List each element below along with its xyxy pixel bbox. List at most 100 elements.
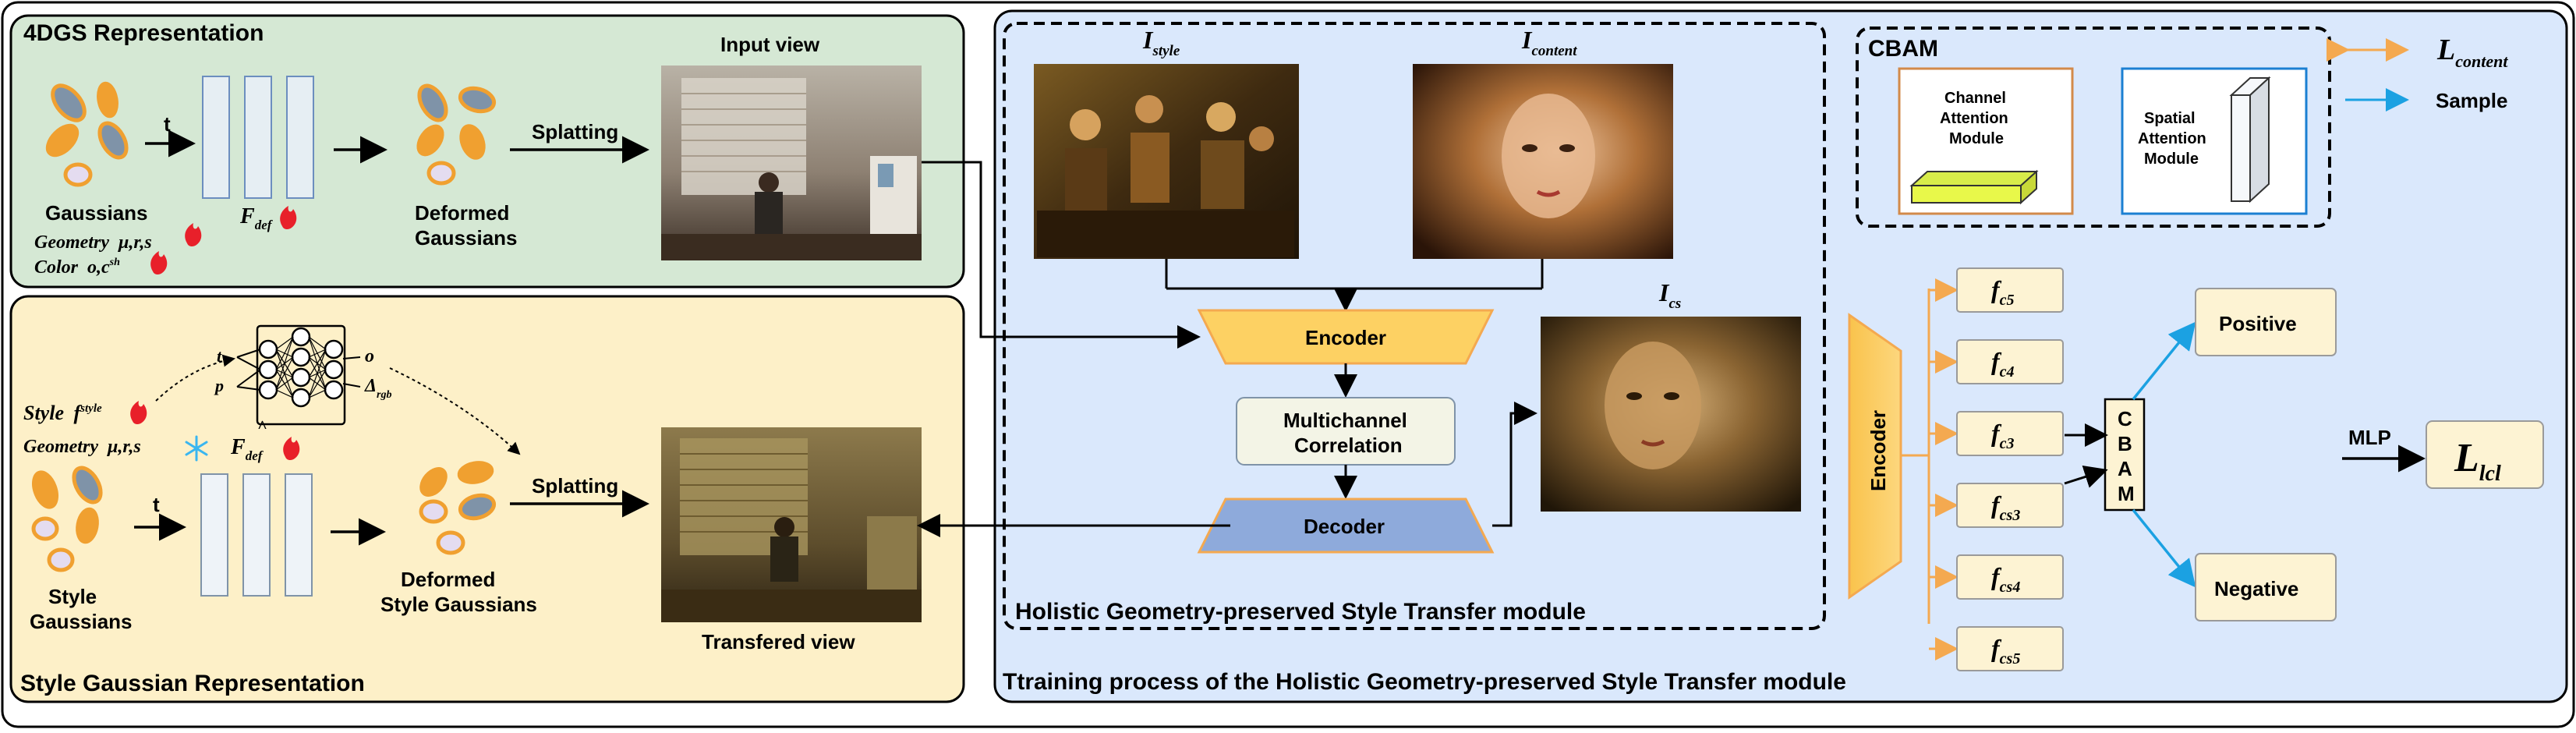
i-content-label: Icontent [1521, 26, 1577, 59]
decoder-block [1197, 498, 1495, 554]
vertical-encoder [1848, 313, 1902, 600]
splatting-style-label: Splatting [532, 474, 618, 498]
feature-label: fcs5 [1991, 634, 2020, 667]
channel-label-3: Module [1949, 130, 2004, 147]
gaussians-label: Gaussians [45, 201, 148, 225]
feature-label: fc4 [1991, 347, 2015, 381]
channel-label-1: Channel [1944, 90, 2006, 107]
fdef-label: Fdef [239, 204, 274, 232]
fdef-hat-label: Fdef [230, 435, 264, 463]
color-label: Color o,csh [34, 257, 120, 278]
legend-sample-label: Sample [2436, 89, 2508, 112]
style-image [1034, 64, 1299, 259]
panel-training-title: Ttraining process of the Holistic Geomet… [1003, 669, 1846, 695]
arrow-fcs3-to-cbam [2064, 466, 2108, 488]
deformed-label-1: Deformed [415, 201, 509, 225]
transferred-view-label: Transfered view [702, 630, 855, 653]
vertical-encoder-label: Encoder [1867, 410, 1890, 491]
flame-icon [283, 437, 300, 461]
snowflake-icon [185, 435, 208, 462]
flame-icon [185, 223, 202, 247]
style-gaussians-label-1: Style [48, 585, 97, 608]
hgst-title: Holistic Geometry-preserved Style Transf… [1015, 599, 1586, 625]
spatial-label-3: Module [2144, 150, 2199, 168]
panel-style-title: Style Gaussian Representation [20, 671, 365, 696]
style-feature-label: Style fstyle [23, 402, 102, 424]
arrow-to-positive [2132, 321, 2196, 401]
content-image [1413, 64, 1673, 259]
i-style-label: Istyle [1142, 26, 1180, 59]
style-deformation-network [200, 473, 313, 597]
feature-label: fc3 [1991, 419, 2015, 452]
flame-icon [280, 206, 297, 230]
panel-style-gaussian: Style Gaussian Representation Style fsty… [9, 295, 965, 703]
input-view-label: Input view [720, 33, 820, 56]
spatial-attention-module [2121, 67, 2308, 215]
geometry-label: Geometry μ,r,s [34, 232, 152, 253]
mlp-network [236, 324, 361, 426]
mcc-label-2: Correlation [1294, 434, 1403, 457]
i-cs-label: Ics [1658, 278, 1681, 312]
deformed-style-label-2: Style Gaussians [380, 593, 537, 616]
flame-icon [150, 251, 168, 275]
spatial-label-1: Spatial [2144, 110, 2196, 127]
deformed-gaussians-cluster [416, 83, 497, 186]
stylized-image [1541, 317, 1801, 512]
arrow-input-to-encoder [922, 161, 1201, 349]
deformation-network [202, 76, 314, 199]
mlp-t-label: t [217, 346, 222, 366]
cbam-letter: C [2118, 407, 2132, 430]
feature-label: fc5 [1991, 275, 2015, 309]
mlp-p-label: p [214, 376, 224, 395]
feature-label: fcs3 [1991, 490, 2020, 524]
positive-label: Positive [2219, 312, 2297, 335]
feature-box [1956, 554, 2064, 600]
feature-boxes: fc5 fc4 fc3 fcs3 fcs4 fcs5 [1929, 267, 2064, 671]
t-label: t [164, 112, 171, 136]
cbam-vertical-block [2104, 398, 2146, 512]
cbam-letter: B [2118, 432, 2132, 455]
deformed-style-label-1: Deformed [401, 568, 495, 591]
gaussians-cluster [45, 81, 129, 187]
splatting-label: Splatting [532, 120, 618, 143]
style-geometry-label: Geometry μ,r,s [23, 437, 141, 457]
cbam-box [1856, 27, 2331, 228]
channel-label-2: Attention [1940, 110, 2008, 127]
negative-label: Negative [2214, 577, 2298, 600]
negative-box [2195, 553, 2337, 621]
flame-icon [130, 401, 147, 425]
feature-box [1956, 411, 2064, 456]
mlp-label: MLP [2348, 426, 2391, 449]
spatial-label-2: Attention [2138, 130, 2206, 147]
input-view-image [661, 66, 922, 260]
panel-4dgs: 4DGS Representation Gaussians Geometry μ… [9, 14, 965, 289]
legend-content-label: Lcontent [2436, 34, 2508, 71]
feature-label: fcs4 [1991, 562, 2020, 596]
feature-box [1956, 626, 2064, 671]
mlp-delta-label: Δrgb [364, 376, 392, 401]
cbam-letters: CBAM [2118, 407, 2135, 505]
t-label-style: t [153, 493, 160, 516]
panel-4dgs-title: 4DGS Representation [23, 20, 264, 46]
loss-label: Llcl [2454, 436, 2501, 486]
cbam-title: CBAM [1868, 36, 1938, 62]
deformed-style-gaussians-cluster [419, 461, 497, 555]
deformed-label-2: Gaussians [415, 226, 518, 250]
feature-box [1956, 483, 2064, 528]
panel-training: Ttraining process of the Holistic Geomet… [993, 9, 2568, 703]
decoder-label: Decoder [1304, 515, 1385, 538]
encoder-block [1197, 309, 1495, 365]
mcc-label-1: Multichannel [1283, 409, 1407, 432]
cbam-letter: M [2118, 482, 2135, 505]
dotted-arrow-to-mlp [155, 354, 235, 402]
dotted-arrow-from-mlp [389, 367, 521, 455]
feature-box [1956, 267, 2064, 313]
fdef-hat-mark: ^ [257, 416, 267, 436]
loss-box [2426, 420, 2544, 489]
feature-box [1956, 339, 2064, 384]
legend: Lcontent Sample [2327, 34, 2508, 112]
encoder-label: Encoder [1305, 326, 1386, 349]
style-gaussians-label-2: Gaussians [30, 610, 133, 633]
cbam-letter: A [2118, 457, 2132, 480]
feature-branches [1901, 289, 1930, 624]
